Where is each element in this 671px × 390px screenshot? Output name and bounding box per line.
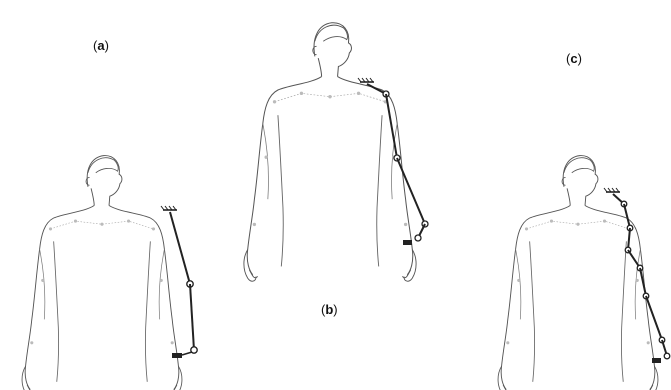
panel-label-c: (c) <box>566 51 582 66</box>
human-figure-c <box>498 156 658 390</box>
mechanism-a <box>161 206 197 358</box>
panel-label-b: (b) <box>321 302 338 317</box>
human-figure-b <box>244 23 416 281</box>
human-figure-a <box>22 156 182 390</box>
panel-label-a: (a) <box>93 38 109 53</box>
